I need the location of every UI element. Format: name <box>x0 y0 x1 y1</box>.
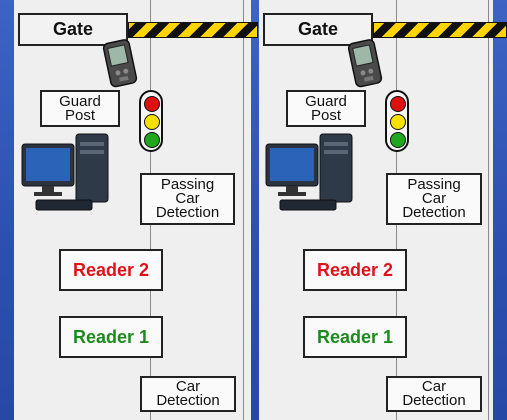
traffic-light-icon <box>385 90 409 152</box>
green-light <box>390 132 406 148</box>
gate-label: Gate <box>52 19 94 39</box>
reader-2-label: Reader 2 <box>72 259 150 280</box>
passing-car-detection-box: Passing Car Detection <box>386 173 482 225</box>
gate-box: Gate <box>263 13 373 46</box>
car-detection-box: Car Detection <box>386 376 482 412</box>
passing-car-detection-label: Passing Car Detection <box>155 176 220 221</box>
handheld-device-icon <box>347 39 383 88</box>
computer-icon <box>21 133 109 211</box>
passing-car-detection-label: Passing Car Detection <box>402 176 466 221</box>
reader-1-label: Reader 1 <box>72 326 150 347</box>
reader-1-box: Reader 1 <box>303 316 407 358</box>
yellow-light <box>390 114 406 130</box>
green-light <box>144 132 160 148</box>
gate-label: Gate <box>297 19 339 39</box>
reader-1-box: Reader 1 <box>59 316 163 358</box>
red-light <box>390 96 406 112</box>
gate-box: Gate <box>18 13 128 46</box>
passing-car-detection-box: Passing Car Detection <box>140 173 235 225</box>
barrier-arm-icon <box>128 22 258 38</box>
traffic-light-icon <box>139 90 163 152</box>
car-detection-box: Car Detection <box>140 376 236 412</box>
guard-post-label: Guard Post <box>59 92 101 124</box>
reader-2-label: Reader 2 <box>316 259 394 280</box>
car-detection-label: Car Detection <box>156 378 220 409</box>
guard-post-box: Guard Post <box>40 90 120 127</box>
reader-1-label: Reader 1 <box>316 326 394 347</box>
handheld-device-icon <box>102 39 138 88</box>
guard-post-box: Guard Post <box>286 90 366 127</box>
yellow-light <box>144 114 160 130</box>
lane-edge-line <box>243 0 244 420</box>
guard-post-label: Guard Post <box>305 92 347 124</box>
computer-icon <box>265 133 353 211</box>
reader-2-box: Reader 2 <box>59 249 163 291</box>
barrier-arm-icon <box>373 22 507 38</box>
lane-edge-line <box>488 0 489 420</box>
reader-2-box: Reader 2 <box>303 249 407 291</box>
red-light <box>144 96 160 112</box>
car-detection-label: Car Detection <box>402 378 466 409</box>
